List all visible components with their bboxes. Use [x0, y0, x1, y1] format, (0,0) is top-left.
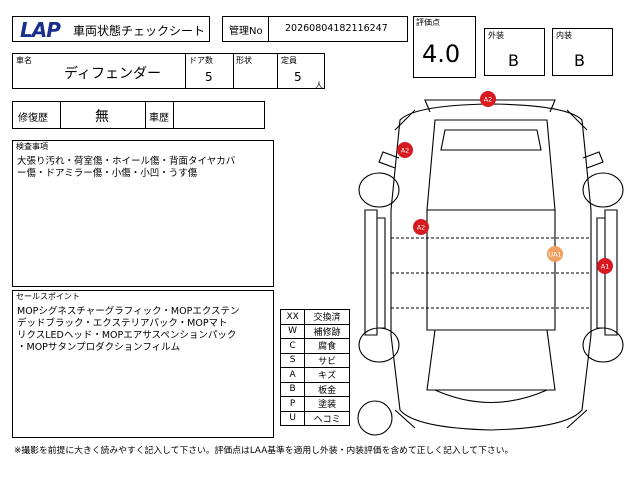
exterior-box [484, 28, 545, 76]
rating-label: 評価点 [416, 18, 440, 27]
car-history-label: 車歴 [149, 113, 169, 124]
damage-marker [597, 258, 613, 274]
sales-point-notes: MOPシグネスチャーグラフィック・MOPエクステン デッドブラック・エクステリア… [17, 306, 272, 354]
management-label: 管理No [229, 26, 263, 37]
legend-code: S [279, 352, 306, 368]
legend-code: B [279, 381, 306, 397]
legend-meaning: 補修跡 [304, 323, 350, 339]
damage-marker-label: UA1 [548, 251, 561, 259]
damage-marker-label: A2 [484, 96, 493, 104]
legend-code: XX [279, 309, 306, 325]
footer-note: ※撮影を前提に大きく読みやすく記入して下さい。評価点はLAA基準を適用し外装・内… [14, 446, 514, 456]
doors-label: ドア数 [189, 56, 213, 65]
sales-point-box [12, 290, 274, 438]
sales-point-line: MOPシグネスチャーグラフィック・MOPエクステン [17, 306, 240, 317]
legend-meaning: 腐食 [304, 338, 350, 354]
header-title-box [12, 16, 210, 42]
repair-history-value: 無 [95, 109, 109, 125]
legend-meaning: 板金 [304, 381, 350, 397]
rating-box [413, 16, 476, 78]
damage-marker-label: A2 [417, 224, 426, 232]
legend-meaning: サビ [304, 352, 350, 368]
capacity-label: 定員 [281, 56, 297, 65]
sales-point-line: ・MOPサタンプロダクションフィルム [17, 342, 180, 353]
management-number: 20260804182116247 [285, 23, 388, 34]
inspection-line: ー傷・ドアミラー傷・小傷・小凹・うす傷 [17, 168, 198, 179]
interior-grade: B [574, 51, 585, 70]
sales-point-line: デッドブラック・エクステリアパック・MOPマト [17, 318, 228, 329]
legend-meaning: 塗装 [304, 396, 350, 412]
interior-label: 内装 [556, 31, 572, 40]
doors-value: 5 [205, 70, 213, 84]
car-name-label: 車名 [16, 56, 32, 65]
car-info-box [12, 53, 325, 89]
capacity-unit: 人 [315, 81, 323, 90]
sheet-title: 車両状態チェックシート [73, 24, 206, 38]
rating-value: 4.0 [422, 40, 461, 68]
sales-point-label: セールスポイント [16, 292, 80, 301]
legend-meaning: 交換済 [304, 309, 350, 325]
legend-code: P [279, 396, 306, 412]
inspection-notes: 大張り汚れ・荷室傷・ホイール傷・背面タイヤカバ ー傷・ドアミラー傷・小傷・小凹・… [17, 156, 272, 180]
legend-code: A [279, 367, 306, 383]
shape-label: 形状 [236, 56, 252, 65]
sales-point-line: リクスLEDヘッド・MOPエアサスペンションパック [17, 330, 237, 341]
inspection-line: 大張り汚れ・荷室傷・ホイール傷・背面タイヤカバ [17, 156, 236, 167]
legend-meaning: キズ [304, 367, 350, 383]
inspection-box [12, 140, 274, 287]
inspection-label: 検査事項 [16, 142, 48, 151]
legend-code: C [279, 338, 306, 354]
damage-marker [397, 142, 413, 158]
repair-history-label: 修復歴 [18, 113, 48, 124]
exterior-grade: B [508, 51, 519, 70]
damage-marker [480, 91, 496, 107]
lap-logo: LAP [20, 18, 61, 42]
damage-marker [413, 219, 429, 235]
interior-box [552, 28, 613, 76]
car-name-value: ディフェンダー [64, 66, 162, 82]
legend-code: U [279, 410, 306, 426]
damage-marker-label: A2 [401, 147, 410, 155]
damage-marker [547, 246, 563, 262]
management-box [222, 16, 408, 42]
legend-code: W [279, 323, 306, 339]
history-box [12, 101, 265, 129]
exterior-label: 外装 [488, 31, 504, 40]
legend-meaning: ヘコミ [304, 410, 350, 426]
damage-marker-label: A1 [601, 263, 610, 271]
capacity-value: 5 [294, 70, 302, 84]
